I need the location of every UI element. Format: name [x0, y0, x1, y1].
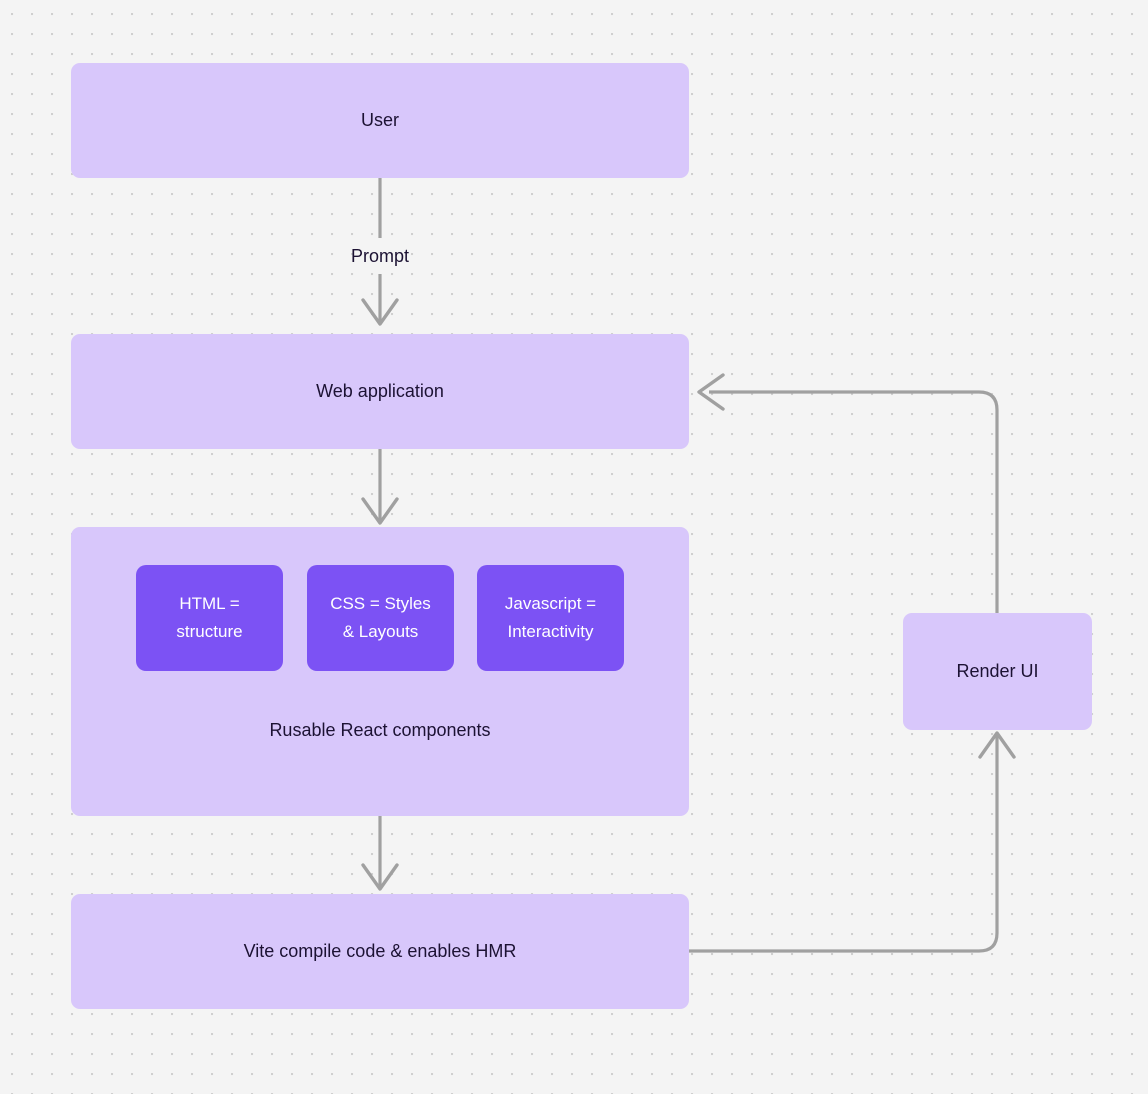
edge-label-prompt: Prompt	[330, 246, 430, 267]
node-css-label: CSS = Styles & Layouts	[330, 593, 431, 641]
node-render-ui-label: Render UI	[956, 661, 1039, 681]
node-html-label: HTML = structure	[176, 593, 243, 641]
edge-components-to-vite-arrowhead	[361, 863, 399, 891]
node-web-application[interactable]: Web application	[71, 334, 689, 449]
edge-label-prompt-text: Prompt	[350, 246, 410, 266]
edge-user-to-web-arrowhead	[361, 298, 399, 326]
node-vite[interactable]: Vite compile code & enables HMR	[71, 894, 689, 1009]
edge-vite-to-render	[689, 736, 999, 953]
node-components-group[interactable]: HTML = structure CSS = Styles & Layouts …	[71, 527, 689, 816]
node-vite-label: Vite compile code & enables HMR	[243, 941, 517, 961]
node-css[interactable]: CSS = Styles & Layouts	[307, 565, 454, 671]
node-render-ui[interactable]: Render UI	[903, 613, 1092, 730]
edge-vite-to-render-arrowhead	[978, 731, 1016, 759]
node-user[interactable]: User	[71, 63, 689, 178]
node-javascript[interactable]: Javascript = Interactivity	[477, 565, 624, 671]
node-javascript-label: Javascript = Interactivity	[504, 593, 597, 641]
edge-render-to-web	[709, 390, 999, 613]
node-components-group-caption: Rusable React components	[71, 720, 689, 741]
edge-render-to-web-arrowhead	[697, 373, 725, 411]
node-html[interactable]: HTML = structure	[136, 565, 283, 671]
edge-web-to-components-arrowhead	[361, 497, 399, 525]
node-web-application-label: Web application	[316, 381, 444, 401]
node-components-group-caption-text: Rusable React components	[269, 720, 491, 740]
node-user-label: User	[360, 110, 399, 130]
